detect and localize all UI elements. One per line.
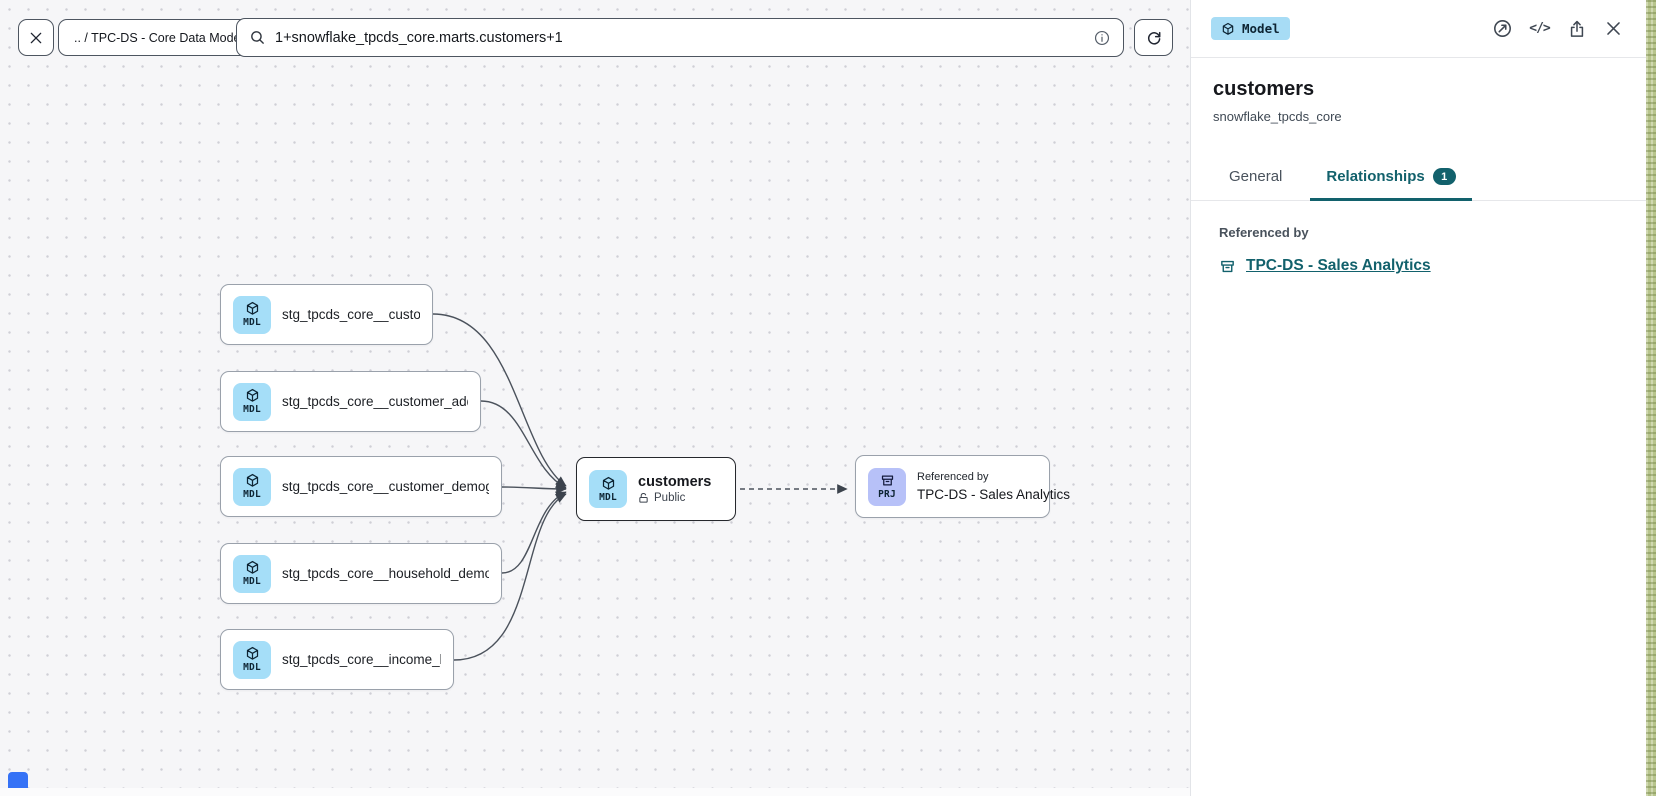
model-type-badge: MDL [233,554,271,593]
close-panel-icon[interactable] [1601,16,1626,41]
close-lineage-button[interactable] [18,19,54,56]
cube-icon [245,560,260,575]
search-icon [249,29,266,46]
canvas-control-button[interactable] [8,772,28,792]
model-badge-label: MDL [243,317,261,328]
model-type-badge: MDL [589,470,627,508]
node-label: stg_tpcds_core__customer_demogra... [282,479,489,494]
cube-icon [245,473,260,488]
node-label: stg_tpcds_core__customer [282,307,420,322]
node-title: TPC-DS - Sales Analytics [917,487,1071,502]
horizontal-scrollbar[interactable] [0,788,1190,796]
referenced-by-label: Referenced by [1219,225,1309,240]
cube-icon [1221,22,1235,36]
refresh-icon [1145,29,1163,47]
node-label: stg_tpcds_core__income_band [282,652,441,667]
model-type-badge: MDL [233,382,271,421]
info-icon[interactable] [1093,29,1111,47]
code-icon[interactable]: </> [1529,21,1550,36]
panel-tabs: General Relationships 1 [1191,155,1646,201]
share-icon[interactable] [1564,16,1589,41]
details-panel: Model </> [1190,0,1646,796]
cube-icon [245,388,260,403]
tab-general-label: General [1229,168,1283,185]
desktop-wallpaper-strip [1646,0,1656,796]
resource-type-badge: Model [1211,17,1290,40]
node-label: stg_tpcds_core__customer_address [282,394,468,409]
search-input[interactable] [275,29,1084,46]
close-icon [28,30,44,46]
archive-icon [880,473,895,488]
model-badge-label: MDL [243,404,261,415]
lineage-selector-search[interactable] [236,18,1124,57]
model-type-badge: MDL [233,467,271,506]
access-label: Public [654,492,686,504]
project-type-badge: PRJ [868,467,906,506]
lineage-edges [432,313,848,661]
cube-icon [245,301,260,316]
model-badge-label: MDL [243,489,261,500]
relationships-count-badge: 1 [1432,168,1456,185]
model-badge-label: MDL [243,662,261,673]
project-subtitle: snowflake_tpcds_core [1213,109,1342,124]
node-stg-customer[interactable]: MDL stg_tpcds_core__customer [220,284,433,345]
referenced-by-section: Referenced by TPC-DS - Sales Analytics [1191,201,1646,299]
model-type-badge: MDL [233,640,271,679]
tab-relationships[interactable]: Relationships 1 [1310,155,1472,201]
resource-type-label: Model [1242,21,1280,36]
model-badge-label: MDL [243,576,261,587]
explore-compass-icon[interactable] [1490,16,1515,41]
cube-icon [245,646,260,661]
node-customers-selected[interactable]: MDL customers Public [576,457,736,521]
node-title: customers [638,474,712,490]
project-badge-label: PRJ [878,489,896,500]
page-title: customers [1213,78,1315,100]
project-archive-icon [1219,258,1236,275]
node-stg-customer-address[interactable]: MDL stg_tpcds_core__customer_address [220,371,481,432]
refresh-button[interactable] [1134,19,1173,56]
node-stg-customer-demographics[interactable]: MDL stg_tpcds_core__customer_demogra... [220,456,502,517]
node-stg-household-demographics[interactable]: MDL stg_tpcds_core__household_demogr... [220,543,502,604]
model-badge-label: MDL [599,491,617,503]
model-type-badge: MDL [233,295,271,334]
breadcrumb[interactable]: .. / TPC-DS - Core Data Models [58,19,266,56]
tab-relationships-label: Relationships [1326,168,1425,185]
lineage-canvas[interactable]: MDL stg_tpcds_core__customer MDL stg_tpc… [0,0,1190,796]
lock-open-icon [638,492,649,504]
referenced-project-link[interactable]: TPC-DS - Sales Analytics [1246,257,1431,274]
node-kicker: Referenced by [917,471,989,483]
panel-header: Model </> [1191,0,1646,58]
tab-general[interactable]: General [1213,155,1298,201]
node-label: stg_tpcds_core__household_demogr... [282,566,489,581]
node-stg-income-band[interactable]: MDL stg_tpcds_core__income_band [220,629,454,690]
cube-icon [601,476,616,491]
node-referenced-project[interactable]: PRJ Referenced by TPC-DS - Sales Analyti… [855,455,1070,518]
breadcrumb-label: .. / TPC-DS - Core Data Models [74,30,250,45]
